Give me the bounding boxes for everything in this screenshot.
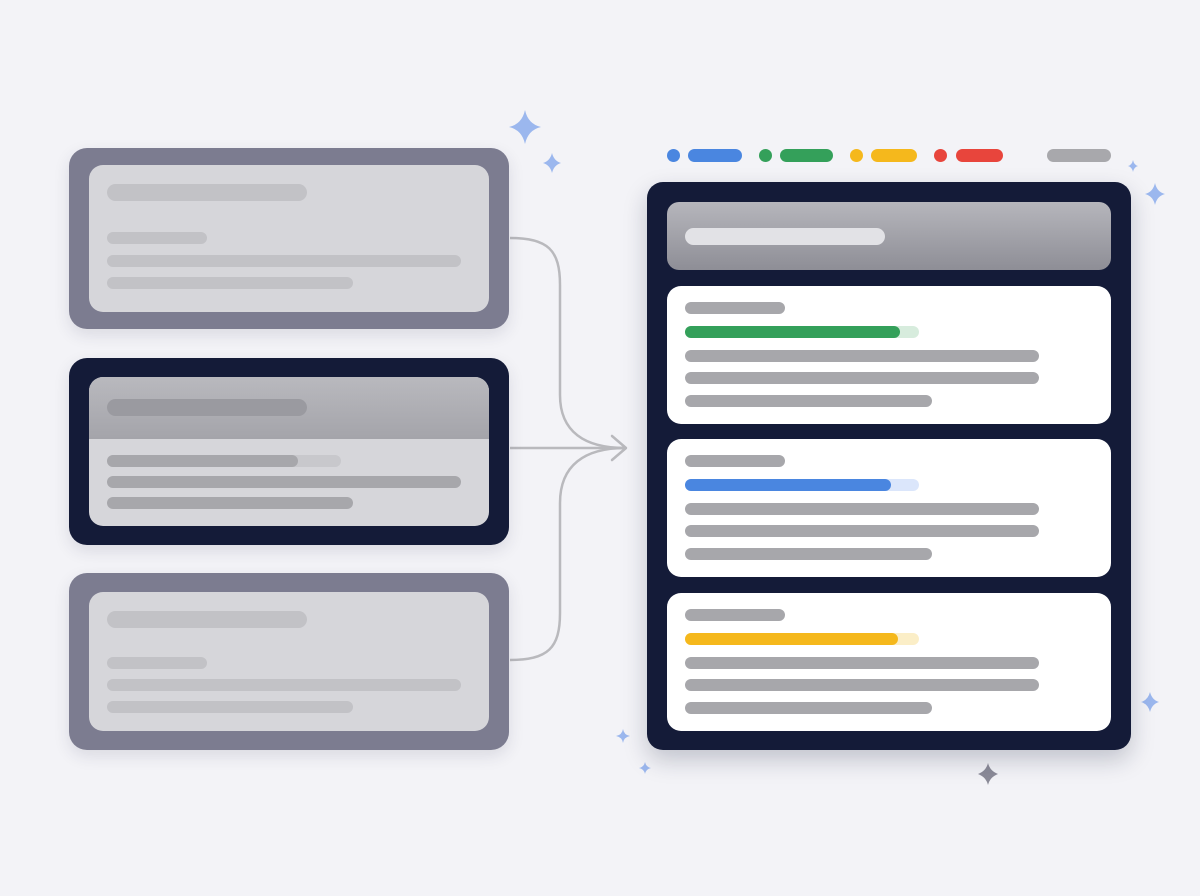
result-card-label-placeholder (685, 302, 785, 314)
sparkle-icon (1128, 160, 1138, 172)
source-card-active (69, 358, 509, 545)
sparkle-icon (616, 729, 630, 743)
result-card-line-placeholder (685, 395, 932, 407)
source-card-body (89, 165, 489, 312)
result-card-line-placeholder (685, 350, 1039, 362)
source-card (69, 148, 509, 329)
source-card-line-placeholder (107, 232, 207, 244)
source-card-body (89, 592, 489, 731)
sparkle-icon (1141, 692, 1159, 712)
arrow-right-icon (610, 434, 628, 462)
result-card-progress-fill (685, 326, 900, 338)
source-card-line-placeholder (107, 657, 207, 669)
result-card-progress-fill (685, 479, 891, 491)
source-card-line-placeholder (107, 679, 461, 691)
legend-red-bar (956, 149, 1003, 162)
result-card-label-placeholder (685, 609, 785, 621)
source-card-line-placeholder (107, 701, 353, 713)
source-card-line-placeholder (107, 476, 461, 488)
result-card-line-placeholder (685, 503, 1039, 515)
sparkle-icon (509, 110, 541, 144)
result-card-label-placeholder (685, 455, 785, 467)
result-card (667, 593, 1111, 731)
output-panel-header (667, 202, 1111, 270)
source-card-title-placeholder (107, 611, 307, 628)
source-card-line-placeholder (107, 255, 461, 267)
result-card-progress-fill (685, 633, 898, 645)
legend-yellow-bar (871, 149, 917, 162)
legend-green-bar (780, 149, 833, 162)
legend-blue-bar (688, 149, 742, 162)
result-card-line-placeholder (685, 657, 1039, 669)
result-card-line-placeholder (685, 679, 1039, 691)
source-card-line-placeholder (107, 277, 353, 289)
result-card-line-placeholder (685, 525, 1039, 537)
result-card-line-placeholder (685, 372, 1039, 384)
connector-bottom (509, 446, 626, 662)
output-header-title-placeholder (685, 228, 885, 245)
sparkle-icon (639, 762, 651, 774)
source-card-progress-fill (107, 455, 298, 467)
result-card-line-placeholder (685, 548, 932, 560)
legend-yellow-dot (850, 149, 863, 162)
legend-blue-dot (667, 149, 680, 162)
result-card (667, 439, 1111, 577)
source-card-title-placeholder (107, 184, 307, 201)
sparkle-icon (543, 153, 561, 173)
legend-red-dot (934, 149, 947, 162)
result-card (667, 286, 1111, 424)
source-card-body (89, 377, 489, 526)
sparkle-icon (978, 763, 998, 785)
source-card-line-placeholder (107, 497, 353, 509)
source-card-title-placeholder (107, 399, 307, 416)
connector-top (509, 236, 626, 450)
source-card (69, 573, 509, 750)
legend-gray-bar (1047, 149, 1111, 162)
legend-green-dot (759, 149, 772, 162)
output-panel (647, 182, 1131, 750)
result-card-line-placeholder (685, 702, 932, 714)
sparkle-icon (1145, 183, 1165, 205)
